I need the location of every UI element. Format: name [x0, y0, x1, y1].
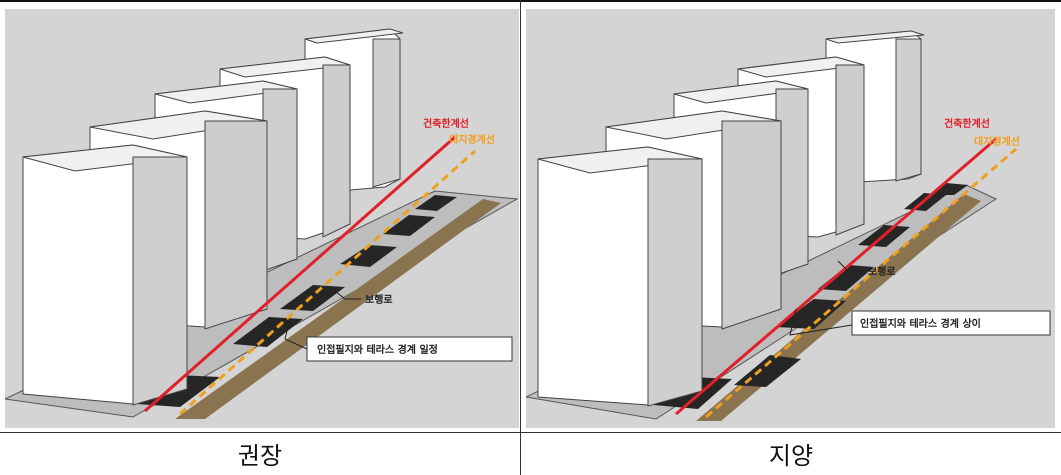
sidewalk-strip: [175, 199, 501, 419]
callout-leader: [284, 318, 308, 350]
avoid-illustration: 건축한계선 대지경계선 보행로 인접필지와 테라스 경계 상이: [526, 30, 1051, 421]
sidewalk-leader: [837, 260, 864, 272]
building-1: [22, 144, 188, 406]
panel-avoid: 건축한계선 대지경계선 보행로 인접필지와 테라스 경계 상이: [526, 9, 1055, 428]
site-boundary-label: 대지경계선: [449, 133, 495, 146]
callout-box: [306, 336, 513, 362]
building-line-label: 건축한계선: [944, 117, 990, 130]
site-boundary-line: [705, 147, 1017, 419]
building-line: [144, 135, 456, 413]
recommended-illustration: 건축한계선 대지경계선 보행로 인접필지와 테라스 경계 일정: [5, 28, 519, 419]
site-boundary-label: 대지경계선: [974, 135, 1020, 148]
caption-recommended: 권장: [237, 442, 283, 470]
panel-divider: [520, 0, 521, 475]
callout-label: 인접필지와 테라스 경계 상이: [860, 317, 981, 330]
building-line: [675, 137, 997, 416]
caption-divider: [0, 432, 1061, 433]
sidewalk-label: 보행로: [868, 265, 896, 278]
sidewalk-label: 보행로: [365, 293, 393, 306]
site-boundary-line: [179, 149, 476, 416]
callout-box: [851, 310, 1051, 336]
sidewalk-leader: [334, 290, 361, 300]
caption-avoid: 지양: [768, 442, 814, 470]
callout-label: 인접필지와 테라스 경계 일정: [317, 343, 438, 356]
building-line-label: 건축한계선: [423, 117, 469, 130]
building-1: [537, 146, 703, 407]
panel-recommended: 건축한계선 대지경계선 보행로 인접필지와 테라스 경계 일정: [5, 9, 519, 428]
callout-leader: [789, 308, 853, 336]
top-border: [0, 0, 1061, 2]
